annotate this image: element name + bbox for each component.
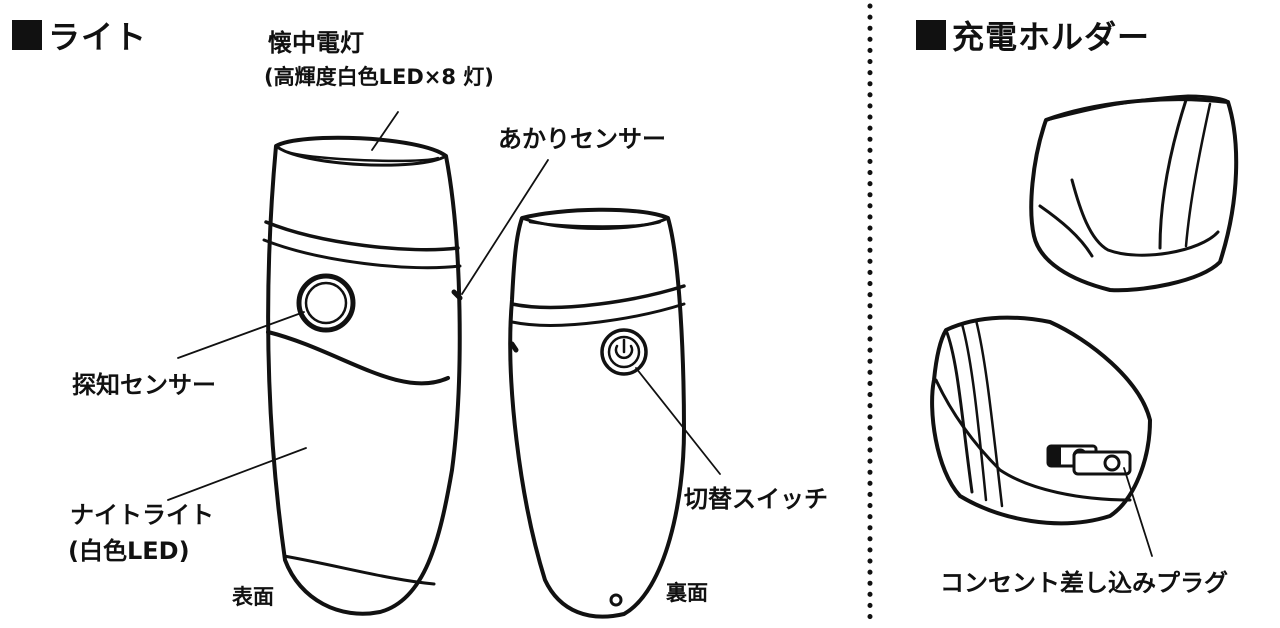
- label-light-sensor: あかりセンサー: [498, 125, 666, 153]
- section-title-light-text: ライト: [48, 18, 148, 56]
- label-flashlight: 懐中電灯: [268, 28, 364, 58]
- label-flashlight-detail: (高輝度白色LED×8 灯): [264, 65, 494, 89]
- section-title-holder-text: 充電ホルダー: [952, 18, 1151, 56]
- leader-switch: [635, 367, 721, 475]
- label-night-light-detail: (白色LED): [68, 537, 190, 565]
- label-back: 裏面: [666, 581, 708, 605]
- section-title-holder: 充電ホルダー: [916, 12, 1150, 58]
- leader-night-light: [167, 447, 307, 501]
- leader-plug: [1123, 467, 1153, 557]
- light-front-drawing: [262, 135, 463, 616]
- switch-shape: [600, 328, 648, 376]
- label-plug: コンセント差し込みプラグ: [940, 569, 1228, 597]
- label-detect-sensor: 探知センサー: [72, 371, 216, 399]
- label-front: 表面: [232, 585, 274, 609]
- leader-flashlight: [371, 111, 399, 151]
- leader-lines: [167, 111, 1153, 557]
- holder-plug-drawing: [930, 315, 1152, 526]
- detect-sensor-shape: [296, 273, 356, 333]
- square-bullet-icon: [916, 20, 946, 50]
- label-night-light: ナイトライト: [70, 501, 214, 529]
- label-switch: 切替スイッチ: [684, 485, 828, 513]
- section-title-light: ライト: [12, 12, 147, 58]
- leader-light-sensor: [461, 159, 549, 295]
- square-bullet-icon: [12, 20, 42, 50]
- label-flashlight-name: 懐中電灯: [268, 29, 364, 57]
- holder-cradle-drawing: [1029, 94, 1239, 293]
- leader-detect-sensor: [177, 311, 305, 359]
- light-back-drawing: [508, 207, 686, 619]
